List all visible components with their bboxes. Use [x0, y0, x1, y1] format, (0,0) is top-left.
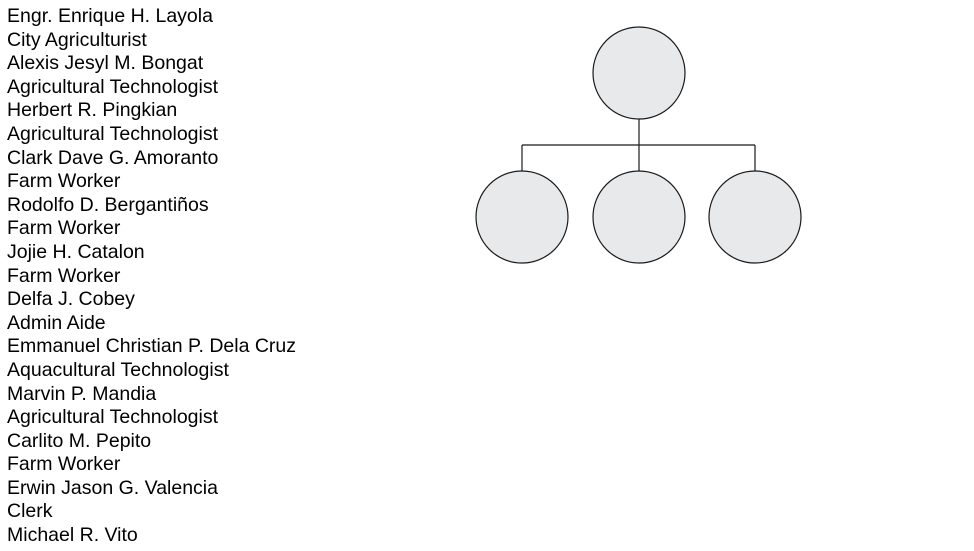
staff-position: Aquacultural Technologist	[7, 358, 229, 381]
staff-position: Farm Worker	[7, 264, 121, 287]
org-node-child-1	[475, 170, 569, 264]
staff-name: Marvin P. Mandia	[7, 382, 157, 405]
staff-position: Farm Worker	[7, 217, 121, 240]
org-node-child-3	[708, 170, 802, 264]
org-chart-nodes	[475, 26, 802, 264]
staff-position: City Agriculturist	[7, 28, 147, 51]
org-chart-connectors	[521, 119, 756, 171]
staff-name: Engr. Enrique H. Layola	[7, 5, 213, 27]
staff-name: Alexis Jesyl M. Bongat	[7, 52, 204, 75]
staff-position: Clerk	[7, 500, 53, 523]
staff-position: Farm Worker	[7, 170, 121, 193]
org-node-child-2	[592, 170, 686, 264]
staff-name: Erwin Jason G. Valencia	[7, 476, 218, 499]
staff-name: Herbert R. Pingkian	[7, 99, 178, 122]
staff-position: Agricultural Technologist	[7, 406, 219, 429]
staff-name: Carlito M. Pepito	[7, 429, 152, 452]
staff-name: Emmanuel Christian P. Dela Cruz	[7, 335, 297, 358]
staff-position: Agricultural Technologist	[7, 122, 219, 145]
staff-position: Agricultural Technologist	[7, 75, 219, 98]
staff-name: Rodolfo D. Bergantiños	[7, 193, 209, 216]
staff-name: Clark Dave G. Amoranto	[7, 146, 219, 169]
org-node-root	[592, 26, 686, 120]
staff-name: Michael R. Vito	[7, 524, 138, 547]
staff-position: Farm Worker	[7, 453, 121, 476]
staff-name: Delfa J. Cobey	[7, 288, 135, 311]
staff-position: Admin Aide	[7, 311, 106, 334]
staff-name: Jojie H. Catalon	[7, 240, 145, 263]
